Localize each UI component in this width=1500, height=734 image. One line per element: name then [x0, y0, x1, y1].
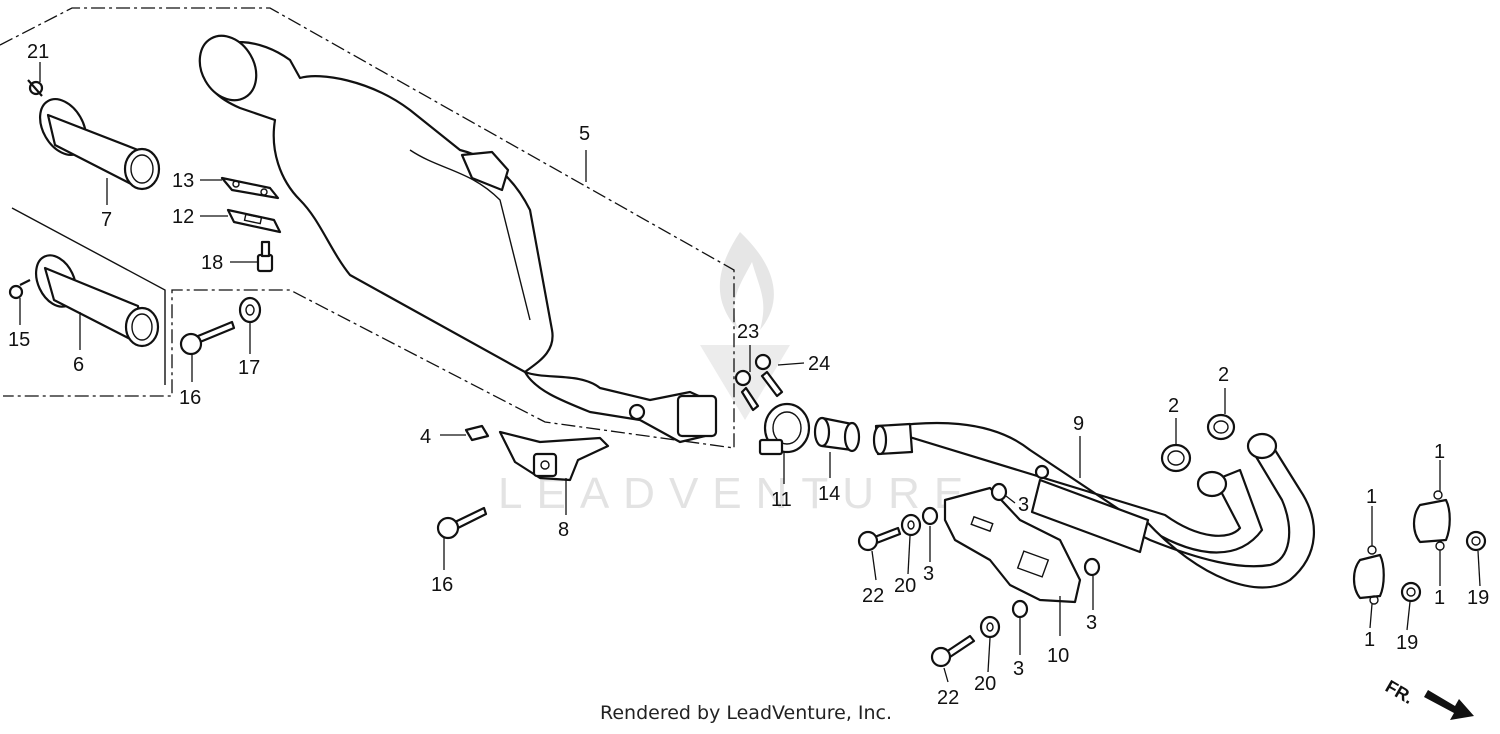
front-arrow-icon [1424, 690, 1474, 720]
callout-2-b: 2 [1218, 364, 1229, 386]
callout-23: 23 [737, 321, 759, 343]
callout-3-b: 3 [1086, 612, 1097, 634]
band-clamp-part-11 [758, 402, 811, 456]
washer-part-20-a [900, 513, 922, 537]
washer-part-20-b [979, 615, 1001, 639]
callout-24: 24 [808, 353, 830, 375]
callout-22-a: 22 [862, 585, 884, 607]
bolt-part-16-lower [436, 506, 488, 540]
collar-part-3-d [1011, 599, 1029, 619]
callout-22-b: 22 [937, 687, 959, 709]
front-direction-indicator: FR. [1382, 676, 1474, 720]
washer-part-17 [238, 296, 262, 324]
callout-14: 14 [818, 483, 840, 505]
watermark-text: LEADVENTURE [498, 469, 977, 518]
callout-19-a: 19 [1467, 587, 1489, 609]
tail-pipe-part-6 [34, 254, 160, 348]
callout-3-d: 3 [1013, 658, 1024, 680]
bolt-part-22-a [857, 526, 902, 552]
gasket-part-13 [220, 176, 280, 200]
nut-part-19-a [1465, 530, 1487, 552]
callout-11: 11 [771, 489, 792, 511]
muffler-group-boundary [0, 7, 735, 449]
callout-8: 8 [558, 519, 569, 541]
bolt-part-22-b [930, 634, 976, 668]
front-direction-label: FR. [1382, 676, 1417, 708]
exhaust-pipe-part-9 [872, 421, 1316, 589]
bolt-part-23 [734, 369, 760, 412]
gasket-part-2-b [1206, 413, 1236, 441]
bolt-part-24 [754, 353, 784, 398]
tail-pipe-part-7 [38, 98, 161, 191]
callout-1-d: 1 [1434, 587, 1445, 609]
callout-13: 13 [172, 170, 194, 192]
joint-collar-part-1-a [1352, 545, 1385, 605]
callout-17: 17 [238, 357, 260, 379]
screw-part-15 [8, 279, 31, 300]
nut-part-19-b [1400, 581, 1422, 603]
clip-part-4 [464, 424, 490, 442]
bracket-part-8 [498, 430, 610, 482]
callout-15: 15 [8, 329, 30, 351]
collar-part-3-a [990, 482, 1008, 502]
screw-part-21 [27, 79, 44, 97]
callout-9: 9 [1073, 413, 1084, 435]
callout-16-lower: 16 [431, 574, 453, 596]
callout-18: 18 [201, 252, 223, 274]
tailpipe-box-divider [11, 207, 166, 385]
callout-7: 7 [101, 209, 112, 231]
bolt-part-16-upper [179, 320, 236, 356]
leader-lines [19, 62, 1481, 683]
callout-1-a: 1 [1366, 486, 1377, 508]
joint-collar-part-1-b [1412, 490, 1451, 551]
callout-21: 21 [27, 41, 49, 63]
callout-3-a: 3 [1018, 494, 1029, 516]
callout-5: 5 [579, 123, 590, 145]
drain-nipple-part-18 [256, 240, 274, 273]
callout-4: 4 [420, 426, 431, 448]
collar-part-3-b [1083, 557, 1101, 577]
muffler-part-5 [198, 34, 718, 444]
callout-1-c: 1 [1364, 629, 1375, 651]
callout-1-b: 1 [1434, 441, 1445, 463]
joint-gasket-part-14 [813, 416, 861, 453]
render-credit: Rendered by LeadVenture, Inc. [600, 702, 893, 724]
collar-part-3-c [921, 506, 939, 526]
gasket-part-2-a [1160, 443, 1192, 473]
callout-19-b: 19 [1396, 632, 1418, 654]
callout-labels: 21 7 13 12 18 15 6 16 17 5 4 8 16 23 24 … [8, 41, 1489, 709]
callout-20-a: 20 [894, 575, 916, 597]
callout-10: 10 [1047, 645, 1069, 667]
callout-3-c: 3 [923, 563, 934, 585]
protector-part-10 [943, 486, 1082, 604]
callout-16-upper: 16 [179, 387, 201, 409]
callout-20-b: 20 [974, 673, 996, 695]
callout-12: 12 [172, 206, 194, 228]
callout-6: 6 [73, 354, 84, 376]
callout-2-a: 2 [1168, 395, 1179, 417]
gasket-part-12 [226, 208, 282, 234]
